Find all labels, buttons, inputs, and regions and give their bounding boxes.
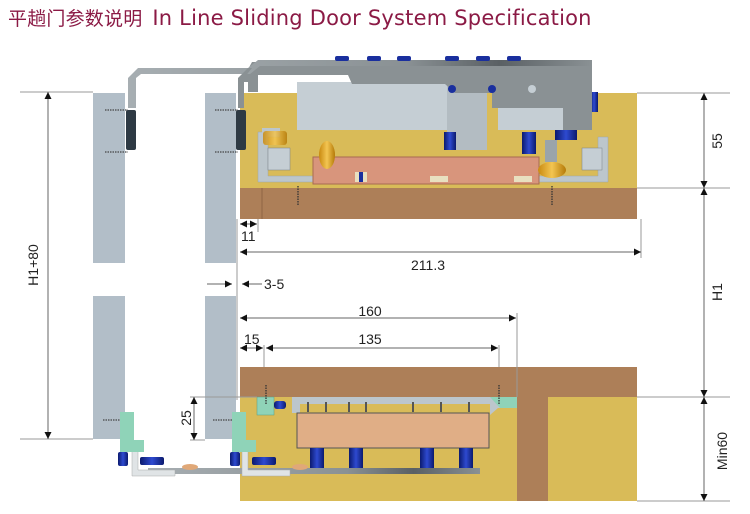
dim-top-height: 55: [709, 133, 725, 149]
dim-door-gap: 3-5: [264, 276, 284, 292]
bottom-guide-block: [296, 412, 490, 449]
door-panels-upper: [93, 93, 246, 263]
dim-wall-gap: 11: [241, 228, 256, 244]
top-mounting-bracket: [241, 62, 592, 130]
top-wood-beam: [240, 188, 637, 219]
dim-opening-height: H1: [709, 283, 725, 301]
dim-guide-inner: 135: [358, 331, 382, 347]
floor-wood-beam: [240, 367, 637, 397]
top-carriage: [312, 156, 540, 185]
roller-right: [538, 162, 566, 178]
door-panels-lower: [93, 296, 236, 439]
bottom-guide-bar: [148, 468, 480, 474]
bottom-aluminium-guide: [292, 397, 517, 415]
dim-track-width: 211.3: [411, 257, 445, 273]
title-chinese: 平趟门参数说明: [8, 8, 143, 30]
door-panel-left-lower: [93, 296, 125, 439]
dim-guide-offset: 15: [244, 331, 260, 347]
dim-guide-width: 160: [358, 303, 382, 319]
top-housing: [297, 82, 447, 130]
top-track-assembly: [128, 56, 637, 219]
door-panel-right-upper: [205, 93, 236, 263]
dimension-labels: 55 H1+80 H1 Min60 11 211.3 3-5 160 15 13…: [25, 133, 730, 470]
dim-bottom-depth: Min60: [714, 432, 730, 470]
door-panel-right-lower: [205, 296, 236, 439]
dim-guide-height: 25: [178, 410, 194, 426]
floor-wood-post: [517, 397, 548, 501]
door-panel-left-upper: [93, 93, 125, 263]
dimension-lines: [20, 91, 730, 502]
roller-left: [319, 141, 335, 169]
page-title: 平趟门参数说明 In Line Sliding Door System Speci…: [8, 4, 592, 31]
bottom-guide-assembly: [118, 367, 637, 501]
title-english: In Line Sliding Door System Specificatio…: [152, 6, 592, 30]
dim-total-height: H1+80: [25, 244, 41, 286]
